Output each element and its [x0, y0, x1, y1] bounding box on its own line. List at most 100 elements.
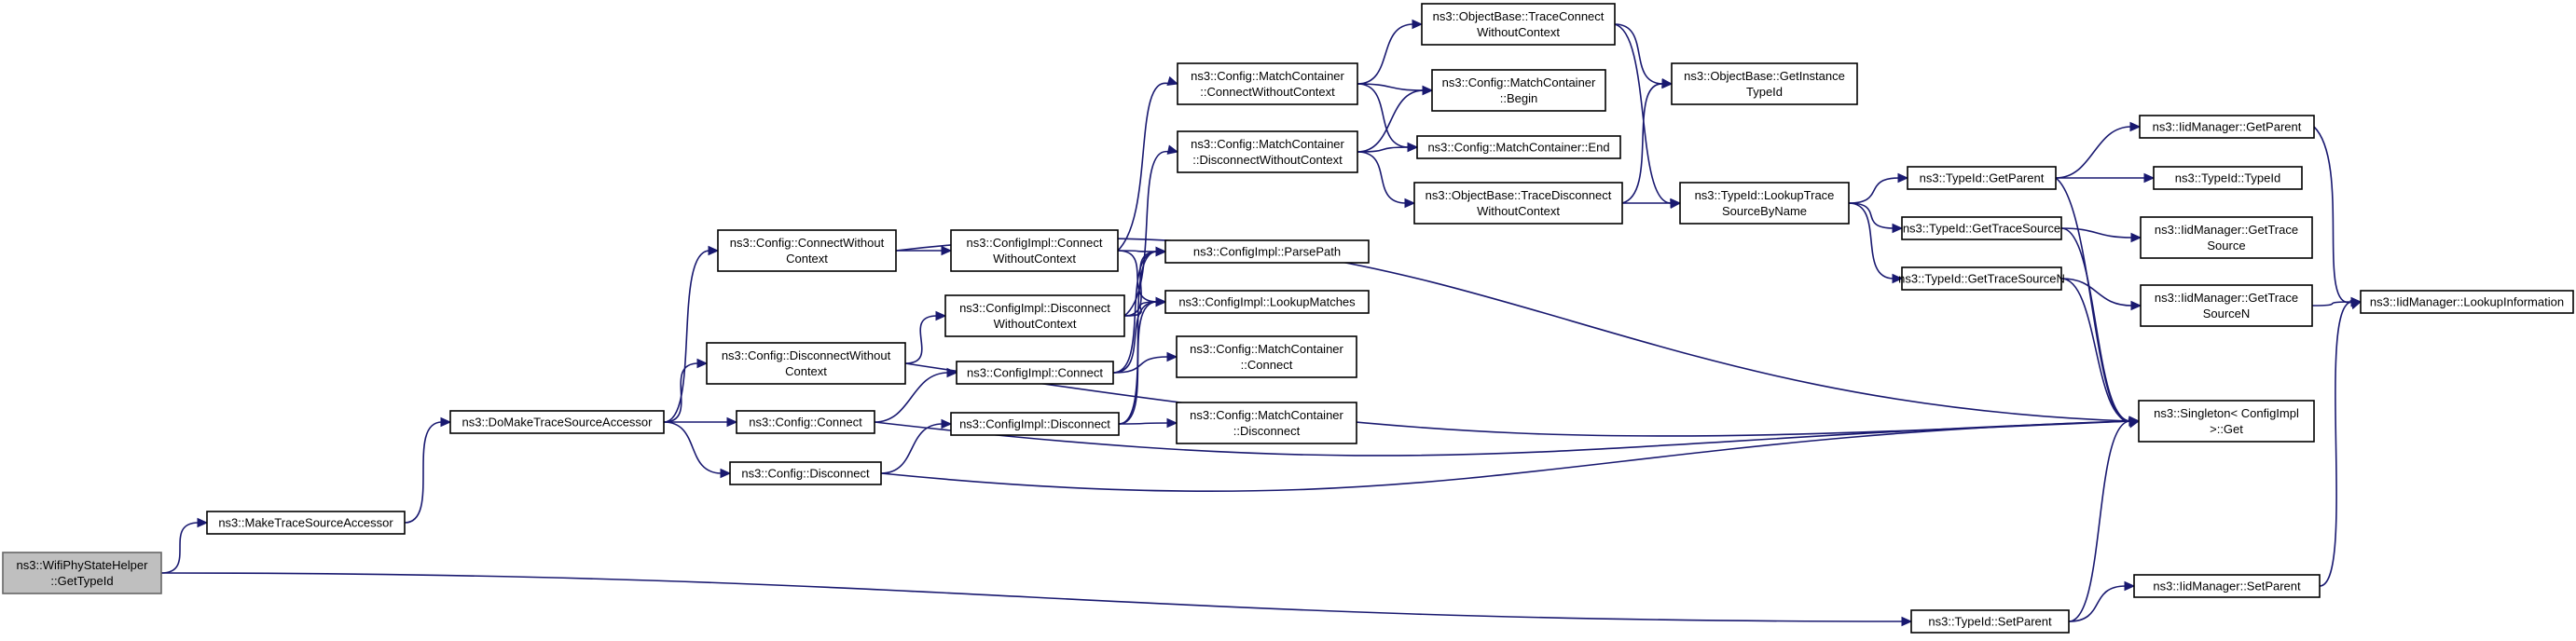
node-configimpl-connect[interactable]: ns3::ConfigImpl::Connect [956, 361, 1114, 385]
node-configimpl-disconnect[interactable]: ns3::ConfigImpl::Disconnect [950, 412, 1120, 436]
node-config-connect[interactable]: ns3::Config::Connect [736, 410, 875, 434]
edge-n7-to-n14 [1117, 250, 1158, 303]
edge-n9-to-n15 [1112, 356, 1169, 374]
node-label-line: ns3::IidManager::GetTrace [2155, 291, 2298, 305]
edge-n7-to-n13 [1117, 250, 1158, 252]
node-typeid-typeid[interactable]: ns3::TypeId::TypeId [2153, 166, 2303, 190]
node-layer: ns3::WifiPhyStateHelper::GetTypeId ns3::M… [2, 3, 2574, 634]
node-typeid-gettracesourcen[interactable]: ns3::TypeId::GetTraceSourceN [1898, 266, 2065, 291]
arrow-head-icon [2143, 172, 2156, 184]
arrow-head-icon [1892, 223, 1904, 234]
node-config-matchcontainer-connect[interactable]: ns3::Config::MatchContainer::Connect [1176, 335, 1357, 378]
arrow-head-icon [2124, 580, 2136, 592]
edge-n24-to-n28 [2060, 227, 2133, 239]
node-objectbase-traceconnectwithoutcontext[interactable]: ns3::ObjectBase::TraceConnectWithoutCont… [1421, 3, 1616, 46]
node-label-line: ns3::Config::MatchContainer [1190, 342, 1343, 356]
node-label-line: ns3::ConfigImpl::ParsePath [1193, 245, 1341, 259]
edge-n12-to-n20 [1357, 151, 1407, 204]
node-label-line: ns3::Config::MatchContainer [1190, 408, 1343, 422]
edge-n25-to-n30 [2060, 278, 2131, 422]
node-label-line: ns3::TypeId::LookupTrace [1695, 188, 1835, 202]
node-box [950, 412, 1120, 436]
node-label-line: ns3::Config::MatchContainer [1191, 69, 1344, 83]
node-iidmanager-setparent[interactable]: ns3::IidManager::SetParent [2133, 574, 2321, 598]
edge-n7-to-n11 [1117, 82, 1170, 252]
edge-n22-to-n24 [1848, 202, 1894, 229]
node-label-line: ns3::ConfigImpl::Disconnect [959, 417, 1110, 431]
node-box [1176, 402, 1357, 444]
node-configimpl-lookupmatches[interactable]: ns3::ConfigImpl::LookupMatches [1164, 290, 1370, 314]
node-box [1177, 130, 1358, 173]
arrow-head-icon [941, 245, 953, 256]
node-typeid-gettracesource[interactable]: ns3::TypeId::GetTraceSource [1901, 216, 2062, 240]
node-label-line: ::Begin [1500, 91, 1537, 105]
node-config-connectwithoutcontext[interactable]: ns3::Config::ConnectWithoutContext [717, 229, 897, 272]
node-typeid-setparent[interactable]: ns3::TypeId::SetParent [1910, 609, 2070, 634]
edge-n20-to-n21 [1621, 83, 1664, 204]
node-box [2138, 400, 2315, 443]
node-config-disconnect[interactable]: ns3::Config::Disconnect [729, 461, 882, 485]
edge-n33-to-n31 [2319, 301, 2353, 587]
arrow-head-icon [2350, 296, 2362, 307]
node-wifiphystatehelper-gettypeid: ns3::WifiPhyStateHelper::GetTypeId [2, 552, 162, 594]
node-label-line: WithoutContext [994, 317, 1077, 331]
node-iidmanager-lookupinformation[interactable]: ns3::IidManager::LookupInformation [2360, 290, 2574, 314]
edge-n2-to-n4 [663, 362, 699, 423]
node-box [1416, 135, 1621, 159]
edge-n17-to-n21 [1614, 23, 1664, 85]
node-box [2153, 166, 2303, 190]
node-config-matchcontainer-disconnectwithoutcontext[interactable]: ns3::Config::MatchContainer::DisconnectW… [1177, 130, 1358, 173]
node-label-line: Context [786, 252, 828, 266]
node-box [736, 410, 875, 434]
node-box [2133, 574, 2321, 598]
node-config-matchcontainer-connectwithoutcontext[interactable]: ns3::Config::MatchContainer::ConnectWith… [1177, 62, 1358, 105]
node-box [1901, 266, 2062, 291]
node-iidmanager-getparent[interactable]: ns3::IidManager::GetParent [2139, 115, 2315, 139]
node-box [1901, 216, 2062, 240]
node-configimpl-parsepath[interactable]: ns3::ConfigImpl::ParsePath [1164, 239, 1370, 264]
node-box [1671, 62, 1858, 105]
arrow-head-icon [935, 310, 947, 321]
arrow-head-icon [1897, 172, 1909, 184]
node-config-matchcontainer-begin[interactable]: ns3::Config::MatchContainer::Begin [1431, 69, 1606, 112]
node-label-line: TypeId [1746, 85, 1783, 99]
node-label-line: ns3::IidManager::LookupInformation [2370, 295, 2564, 309]
node-box [449, 410, 665, 434]
node-box [1177, 62, 1358, 105]
node-label-line: WithoutContext [1477, 204, 1560, 218]
node-configimpl-disconnectwithoutcontext[interactable]: ns3::ConfigImpl::DisconnectWithoutContex… [944, 294, 1125, 337]
node-label-line: ns3::DoMakeTraceSourceAccessor [462, 416, 654, 430]
node-label-line: ns3::Config::MatchContainer [1442, 75, 1596, 89]
node-label-line: ns3::ConfigImpl::Connect [967, 236, 1103, 250]
arrow-head-icon [946, 367, 958, 378]
node-iidmanager-gettracesourcen[interactable]: ns3::IidManager::GetTraceSourceN [2140, 284, 2313, 327]
arrow-head-icon [1166, 75, 1179, 87]
node-config-matchcontainer-disconnect[interactable]: ns3::Config::MatchContainer::Disconnect [1176, 402, 1357, 444]
node-label-line: ns3::TypeId::TypeId [2175, 171, 2280, 185]
arrow-head-icon [1407, 142, 1419, 153]
node-domaketracesourceaccessor[interactable]: ns3::DoMakeTraceSourceAccessor [449, 410, 665, 434]
arrow-head-icon [2128, 416, 2141, 427]
node-label-line: ns3::IidManager::SetParent [2153, 580, 2301, 593]
node-singleton-configimpl-get[interactable]: ns3::Singleton< ConfigImpl >::Get [2138, 400, 2315, 443]
node-config-disconnectwithoutcontext[interactable]: ns3::Config::DisconnectWithoutContext [706, 342, 906, 385]
arrow-head-icon [1422, 85, 1434, 96]
node-configimpl-connectwithoutcontext[interactable]: ns3::ConfigImpl::ConnectWithoutContext [950, 229, 1119, 272]
node-label-line: ns3::TypeId::SetParent [1928, 615, 2052, 629]
node-box [1431, 69, 1606, 112]
node-label-line: SourceN [2203, 307, 2251, 320]
node-typeid-getparent[interactable]: ns3::TypeId::GetParent [1907, 166, 2057, 190]
edge-n1-to-n2 [404, 421, 443, 524]
arrow-head-icon [1166, 144, 1179, 155]
node-objectbase-tracedisconnectwithoutcontext[interactable]: ns3::ObjectBase::TraceDisconnectWithoutC… [1413, 182, 1623, 225]
node-iidmanager-gettracesource[interactable]: ns3::IidManager::GetTraceSource [2140, 216, 2313, 259]
node-config-matchcontainer-end[interactable]: ns3::Config::MatchContainer::End [1416, 135, 1621, 159]
node-label-line: ns3::TypeId::GetParent [1920, 171, 2045, 185]
edge-n0-to-n32 [160, 572, 1904, 622]
edge-n12-to-n19 [1357, 146, 1410, 153]
edge-n11-to-n17 [1357, 23, 1414, 85]
node-maketracesourceaccessor[interactable]: ns3::MakeTraceSourceAccessor [206, 511, 406, 535]
edge-n9-to-n13 [1112, 251, 1158, 374]
